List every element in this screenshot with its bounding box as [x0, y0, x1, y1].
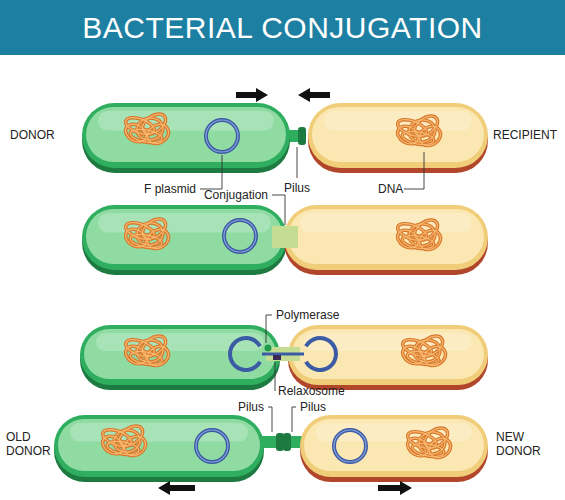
chromosome-dna [394, 216, 444, 253]
part-label: NEW DONOR [496, 430, 556, 458]
dna-strand [262, 353, 304, 356]
leader-line [266, 315, 272, 343]
part-label: Pilus [300, 400, 326, 414]
bacterium-cell [54, 415, 264, 482]
bacterium-cell [308, 103, 488, 173]
part-label: Polymerase [276, 308, 339, 322]
leader-line [404, 152, 424, 189]
bacterium-cell [288, 325, 488, 390]
conjugation-bridge [272, 226, 298, 248]
chromosome-dna [122, 215, 172, 252]
leader-line [297, 147, 298, 178]
part-label: Conjugation [204, 188, 268, 202]
part-label: Relaxosome [278, 384, 345, 398]
chromosome-dna [122, 332, 172, 369]
bacterium-cell [284, 205, 488, 275]
motion-arrow [378, 481, 412, 495]
leader-line [268, 407, 272, 432]
chromosome-dna [394, 112, 444, 149]
leader-line [272, 195, 285, 225]
part-label: Pilus [284, 181, 310, 195]
leader-line [200, 155, 222, 189]
part-label: OLD DONOR [6, 430, 52, 458]
plasmid-strand [304, 336, 338, 372]
plasmid-ring [206, 120, 238, 152]
title-band [0, 0, 565, 55]
chromosome-dna [404, 424, 454, 461]
polymerase-dot [265, 345, 272, 352]
motion-arrow [158, 481, 195, 495]
diagram-title: BACTERIAL CONJUGATION [0, 0, 565, 55]
chromosome-dna [399, 332, 449, 369]
plasmid-ring [224, 220, 256, 252]
bacterium-cell [82, 103, 290, 173]
plasmid-ring [196, 430, 228, 462]
chromosome-dna [99, 422, 149, 459]
relaxosome-mark [273, 355, 281, 360]
part-label: RECIPIENT [493, 128, 557, 142]
plasmid-strand [228, 336, 262, 372]
bacterium-cell [300, 415, 488, 482]
motion-arrow [236, 88, 268, 102]
part-label: F plasmid [144, 182, 196, 196]
leader-line [292, 407, 296, 432]
leader-line [275, 362, 276, 391]
motion-arrow [298, 88, 330, 102]
part-label: DONOR [10, 128, 55, 142]
part-label: DNA [378, 182, 403, 196]
plasmid-ring [334, 430, 366, 462]
bacterium-cell [82, 205, 287, 275]
bacterium-cell [80, 325, 280, 390]
chromosome-dna [122, 110, 172, 147]
part-label: Pilus [238, 400, 264, 414]
